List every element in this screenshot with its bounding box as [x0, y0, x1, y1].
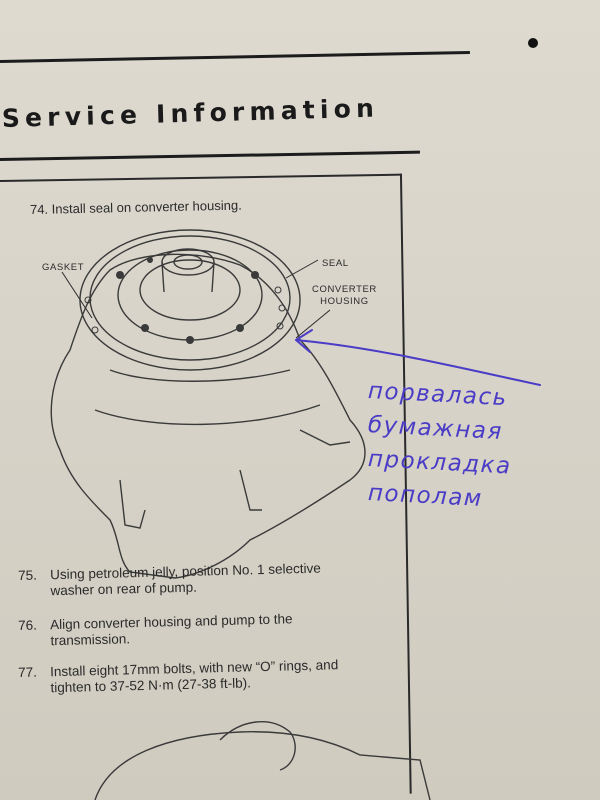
step-number: 77. — [18, 664, 38, 680]
shaft-bore — [173, 254, 203, 270]
housing-rib — [94, 404, 321, 426]
bolt — [147, 257, 153, 263]
bolt-hole — [276, 322, 284, 330]
header-rule-line — [0, 150, 420, 161]
hand-sketch — [219, 721, 296, 771]
step-number: 74. — [29, 201, 49, 217]
housing-mount — [119, 479, 146, 529]
seal-leader — [285, 259, 319, 279]
label-line: CONVERTER — [312, 284, 377, 295]
ink-dot — [528, 38, 538, 48]
bolt-hole — [274, 286, 282, 294]
bolt — [141, 324, 149, 332]
step-number: 76. — [18, 617, 38, 633]
handwritten-arrow — [295, 339, 541, 386]
label-seal: SEAL — [322, 258, 349, 269]
label-converter-housing: CONVERTER HOUSING — [312, 284, 377, 308]
step-number: 75. — [18, 567, 38, 583]
housing-mount — [239, 469, 262, 511]
bolt — [251, 271, 259, 279]
housing-flange — [79, 229, 301, 371]
label-line: HOUSING — [320, 296, 369, 307]
shaft-body — [161, 261, 215, 293]
top-rule-line — [0, 50, 470, 63]
housing-mount — [299, 429, 351, 446]
converter-housing-illustration — [50, 229, 541, 800]
bolt — [116, 271, 124, 279]
converter-leader — [295, 309, 331, 339]
bolt — [236, 324, 244, 332]
gasket-leader — [61, 271, 93, 319]
handwritten-arrowhead — [295, 329, 313, 353]
label-gasket: GASKET — [42, 262, 85, 273]
bolt-hole — [84, 296, 92, 304]
pump-inner — [139, 259, 241, 321]
bolt — [186, 336, 194, 344]
housing-rib — [109, 369, 291, 382]
page-header-title: Service Information — [1, 93, 380, 133]
bolt-hole — [278, 304, 286, 312]
bolt-hole — [91, 326, 99, 334]
lower-figure-outline — [94, 731, 431, 800]
